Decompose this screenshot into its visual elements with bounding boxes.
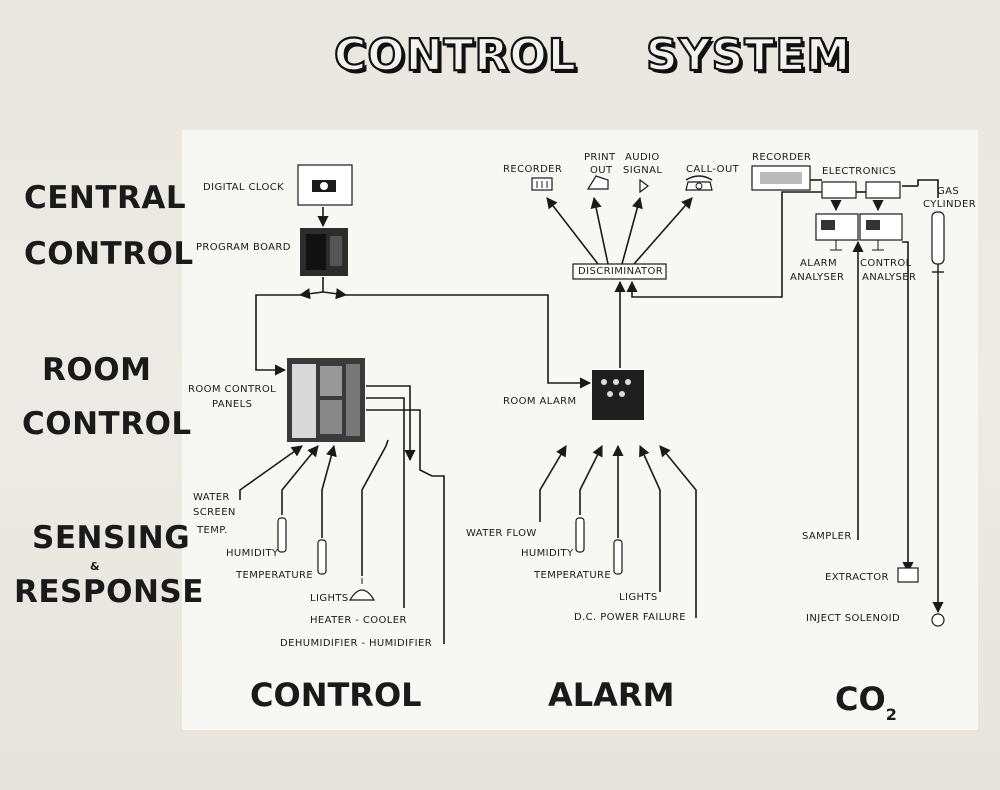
label-sampler: SAMPLER — [802, 531, 852, 542]
label-alarm-analyser-line2: ANALYSER — [790, 272, 845, 283]
label-control-analyser-line1: CONTROL — [860, 258, 912, 269]
label-gas-cylinder-line1: GAS — [937, 186, 960, 197]
inject-solenoid-icon — [931, 613, 945, 627]
label-alarm-analyser-line1: ALARM — [800, 258, 838, 269]
label-dc-power-failure: D.C. POWER FAILURE — [574, 612, 686, 623]
audio-signal-icon — [639, 178, 649, 194]
label-print-out-line1: PRINT — [584, 152, 616, 163]
label-co2-recorder: RECORDER — [752, 152, 812, 163]
row-central-control-line2: CONTROL — [24, 236, 194, 272]
room-control-panels-icon — [287, 358, 365, 442]
label-water-screen-temp-line1: WATER — [193, 492, 230, 503]
temperature-probe-icon — [317, 539, 327, 575]
gas-cylinder-icon — [931, 211, 945, 280]
label-audio-signal-line2: SIGNAL — [623, 165, 663, 176]
row-central-control-line1: CENTRAL — [24, 180, 187, 216]
column-co2-subscript: 2 — [885, 705, 897, 724]
control-analyser-icon — [859, 213, 903, 251]
column-alarm: ALARM — [548, 676, 675, 714]
alarm-temperature-probe-icon — [613, 539, 623, 575]
telephone-icon — [685, 175, 713, 191]
label-recorder: RECORDER — [503, 164, 563, 175]
row-sensing-line2: RESPONSE — [14, 574, 204, 610]
label-digital-clock: DIGITAL CLOCK — [203, 182, 285, 193]
digital-clock-icon — [297, 164, 353, 206]
label-control-analyser-line2: ANALYSER — [862, 272, 917, 283]
row-sensing-line1: SENSING — [32, 520, 191, 556]
label-room-control-panels-line1: ROOM CONTROL — [188, 384, 277, 395]
label-water-screen-temp-line2: SCREEN — [193, 507, 236, 518]
label-lights: LIGHTS — [310, 593, 349, 604]
electronics-boxes — [821, 181, 901, 199]
label-alarm-lights: LIGHTS — [619, 592, 658, 603]
label-audio-signal-line1: AUDIO — [625, 152, 660, 163]
column-co2: CO2 — [835, 680, 897, 724]
label-alarm-temperature: TEMPERATURE — [534, 570, 612, 581]
column-control: CONTROL — [250, 676, 422, 714]
recorder-icon — [531, 177, 553, 191]
label-gas-cylinder-line2: CYLINDER — [923, 199, 977, 210]
title-system: SYSTEM — [645, 29, 852, 82]
label-room-alarm: ROOM ALARM — [503, 396, 577, 407]
label-temperature: TEMPERATURE — [236, 570, 314, 581]
column-co2-text: CO — [835, 680, 886, 718]
alarm-humidity-probe-icon — [575, 517, 585, 553]
humidity-probe-icon — [277, 517, 287, 553]
room-alarm-icon — [592, 370, 644, 420]
label-water-screen-temp-line3: TEMP. — [197, 525, 228, 536]
label-print-out-line2: OUT — [590, 165, 613, 176]
co2-recorder-icon — [751, 165, 811, 191]
label-humidity: HUMIDITY — [226, 548, 279, 559]
lamp-icon — [348, 578, 376, 601]
label-dehumidifier-humidifier: DEHUMIDIFIER - HUMIDIFIER — [280, 638, 433, 649]
label-extractor: EXTRACTOR — [825, 572, 889, 583]
label-discriminator: DISCRIMINATOR — [578, 266, 664, 277]
row-room-control-line2: CONTROL — [22, 406, 192, 442]
discriminator-box — [572, 263, 667, 280]
label-inject-solenoid: INJECT SOLENOID — [806, 613, 901, 624]
alarm-analyser-icon — [815, 213, 859, 251]
label-water-flow: WATER FLOW — [466, 528, 537, 539]
label-room-control-panels-line2: PANELS — [212, 399, 253, 410]
program-board-icon — [300, 228, 348, 276]
label-program-board: PROGRAM BOARD — [196, 242, 291, 253]
title-control: CONTROL — [333, 29, 577, 82]
label-heater-cooler: HEATER - COOLER — [310, 615, 407, 626]
label-electronics: ELECTRONICS — [822, 166, 897, 177]
extractor-icon — [897, 567, 919, 583]
print-out-icon — [586, 175, 609, 190]
label-call-out: CALL-OUT — [686, 164, 740, 175]
row-sensing-ampersand: & — [90, 560, 100, 573]
row-room-control-line1: ROOM — [42, 352, 152, 388]
label-alarm-humidity: HUMIDITY — [521, 548, 574, 559]
